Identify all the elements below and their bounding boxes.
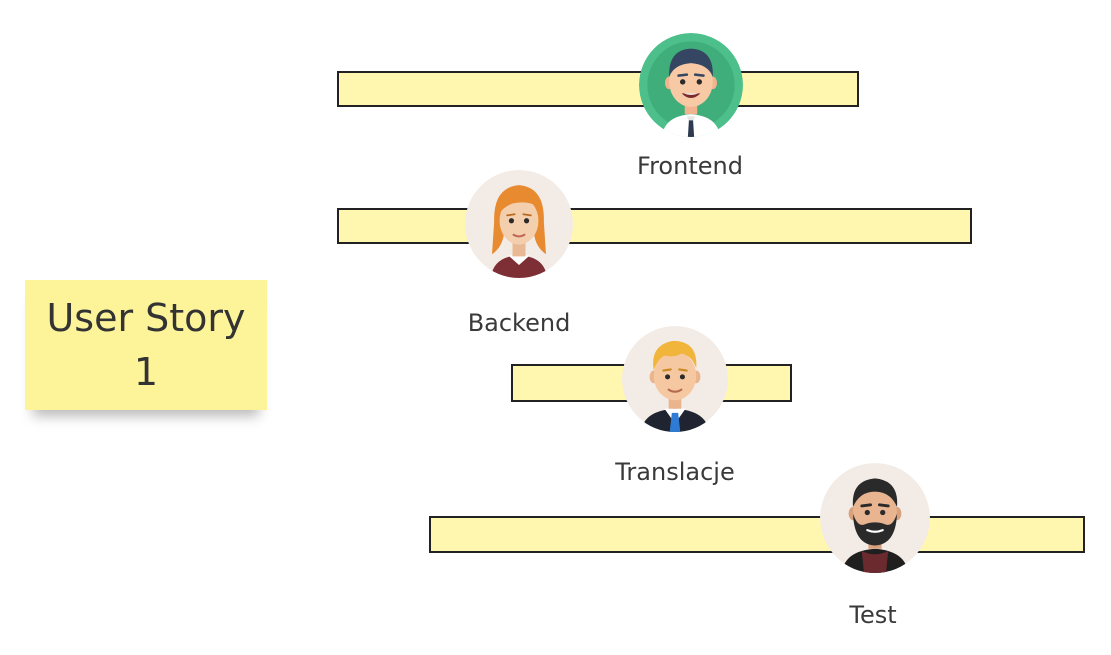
frontend-bar[interactable] [337, 71, 859, 107]
man-dark-hair-avatar-icon[interactable] [639, 33, 743, 137]
test-label: Test [849, 601, 897, 629]
user-story-title: User Story [46, 296, 246, 340]
man-beard-avatar-icon[interactable] [820, 463, 930, 573]
man-blond-hair-tie-avatar-icon[interactable] [622, 326, 728, 432]
translacje-label: Translacje [615, 458, 735, 486]
user-story-number: 1 [133, 350, 159, 394]
backend-label: Backend [467, 309, 571, 337]
woman-ginger-hair-avatar-icon[interactable] [465, 170, 573, 278]
frontend-label: Frontend [637, 152, 743, 180]
user-story-sticky-note[interactable]: User Story 1 [25, 280, 267, 410]
backend-bar[interactable] [337, 208, 972, 244]
test-bar[interactable] [429, 516, 1085, 553]
